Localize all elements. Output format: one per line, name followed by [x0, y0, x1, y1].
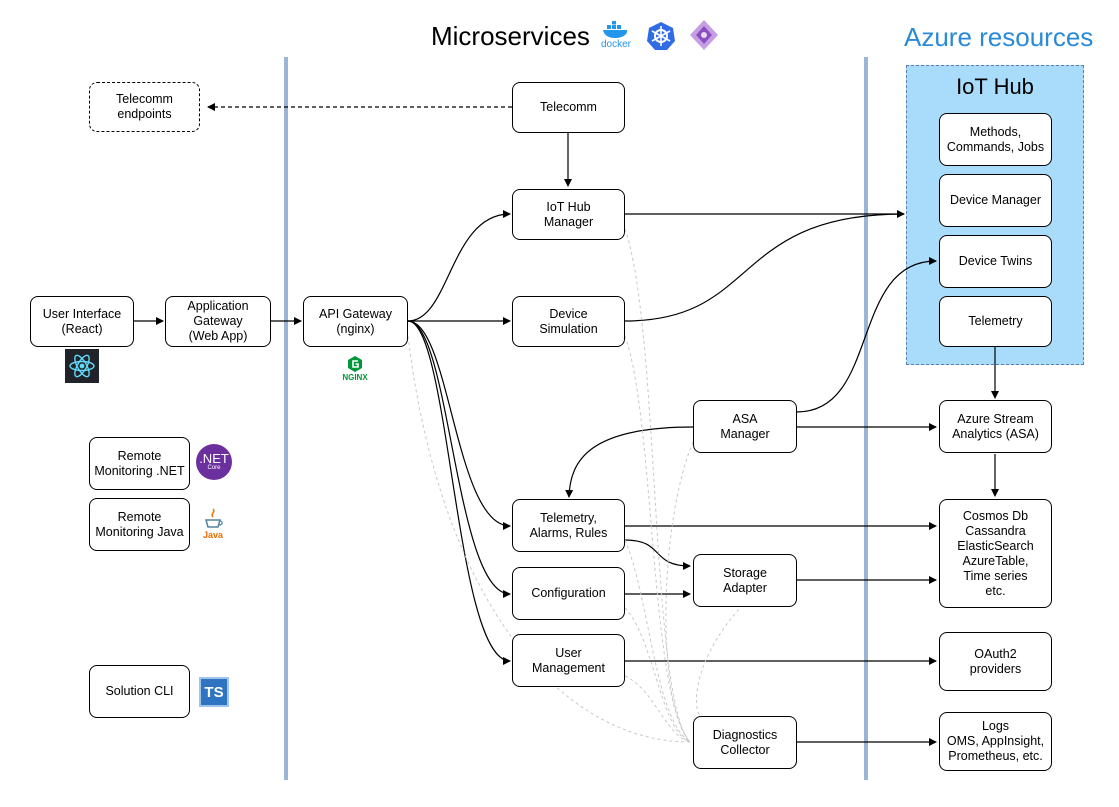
- api-gateway-box[interactable]: API Gateway (nginx): [303, 296, 408, 347]
- methods-commands-jobs-box[interactable]: Methods, Commands, Jobs: [939, 113, 1052, 166]
- docker-label: docker: [600, 38, 631, 50]
- edge-api-iothubmgr: [407, 210, 511, 322]
- java-logo: Java: [200, 506, 226, 542]
- react-atom-icon: [69, 354, 95, 378]
- application-gateway-box[interactable]: Application Gateway (Web App): [165, 296, 271, 347]
- edge-api-telemetry: [407, 320, 511, 530]
- solution-cli-box[interactable]: Solution CLI: [89, 665, 190, 718]
- right-separator: [864, 57, 868, 780]
- edge-api-usermgmt: [407, 320, 511, 665]
- iot-hub-title: IoT Hub: [956, 74, 1034, 99]
- java-cup-icon: [205, 508, 223, 528]
- typescript-logo: TS: [199, 677, 229, 707]
- dotnet-label: .NET: [199, 451, 229, 466]
- kubernetes-icon: [647, 22, 675, 50]
- iot-telemetry-box[interactable]: Telemetry: [939, 296, 1052, 347]
- storage-adapter-box[interactable]: Storage Adapter: [693, 554, 797, 607]
- logs-box[interactable]: Logs OMS, AppInsight, Prometheus, etc.: [939, 712, 1052, 771]
- docker-logo: docker: [597, 18, 635, 52]
- user-management-box[interactable]: User Management: [512, 634, 625, 687]
- diag-link-api: [407, 335, 691, 743]
- device-twins-box[interactable]: Device Twins: [939, 235, 1052, 288]
- azure-resources-heading: Azure resources: [904, 22, 1094, 52]
- oauth2-providers-box[interactable]: OAuth2 providers: [939, 632, 1052, 691]
- configuration-box[interactable]: Configuration: [512, 567, 625, 620]
- telecomm-box[interactable]: Telecomm: [512, 82, 625, 133]
- telemetry-alarms-rules-box[interactable]: Telemetry, Alarms, Rules: [512, 499, 625, 552]
- edge-devsim-iothub: [624, 213, 905, 322]
- edge-asamgr-twins: [796, 257, 937, 413]
- java-label: Java: [202, 530, 224, 540]
- diagnostics-collector-box[interactable]: Diagnostics Collector: [693, 716, 797, 769]
- edge-telemetry-adapter: [624, 539, 691, 570]
- telecomm-endpoints-box: Telecomm endpoints: [89, 82, 200, 132]
- dotnet-core-label: Core: [207, 465, 221, 471]
- remote-monitoring-java-box[interactable]: Remote Monitoring Java: [89, 498, 190, 551]
- dotnet-logo: .NET Core: [196, 444, 232, 480]
- edge-asamgr-telemetry: [565, 426, 694, 498]
- kubernetes-logo: [645, 20, 677, 52]
- diag-link-adapter: [695, 604, 744, 717]
- storage-providers-box[interactable]: Cosmos Db Cassandra ElasticSearch AzureT…: [939, 499, 1052, 608]
- diag-link-devsim: [624, 335, 691, 743]
- edge-api-config: [407, 320, 511, 598]
- diag-link-asamgr: [665, 441, 694, 743]
- device-simulation-box[interactable]: Device Simulation: [512, 296, 625, 347]
- service-fabric-icon: [690, 20, 718, 50]
- microservices-heading: Microservices: [431, 21, 590, 51]
- service-fabric-logo: [688, 18, 720, 52]
- azure-stream-analytics-box[interactable]: Azure Stream Analytics (ASA): [939, 400, 1052, 453]
- asa-manager-box[interactable]: ASA Manager: [693, 400, 797, 453]
- device-manager-box[interactable]: Device Manager: [939, 174, 1052, 227]
- nginx-label: NGINX: [342, 372, 368, 382]
- diag-link-usermgmt: [624, 675, 691, 743]
- iothub-manager-box[interactable]: IoT Hub Manager: [512, 189, 625, 240]
- remote-monitoring-dotnet-box[interactable]: Remote Monitoring .NET: [89, 437, 190, 490]
- nginx-g-icon: [348, 355, 362, 372]
- diag-link-telemetry: [624, 539, 691, 743]
- react-logo: [65, 349, 99, 383]
- diag-link-config: [624, 607, 691, 743]
- docker-whale-icon: [603, 20, 628, 38]
- nginx-logo: NGINX: [335, 352, 375, 384]
- left-separator: [284, 57, 288, 780]
- user-interface-box[interactable]: User Interface (React): [30, 296, 134, 347]
- diag-link-iothubmgr: [624, 228, 691, 743]
